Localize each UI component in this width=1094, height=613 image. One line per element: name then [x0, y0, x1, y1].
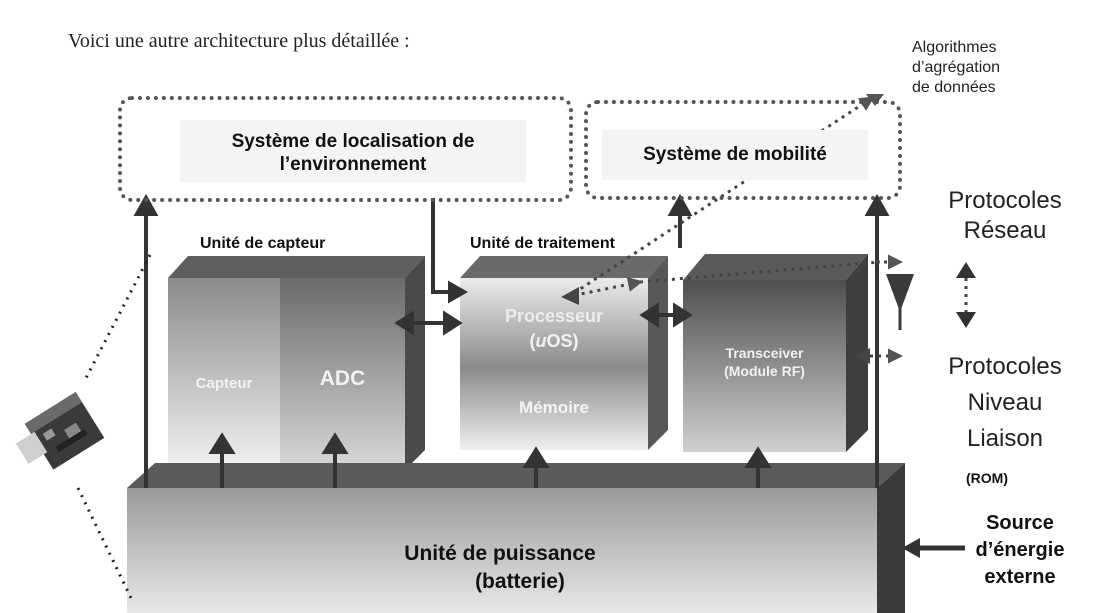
traitement-side-face	[648, 256, 668, 450]
localisation-to-processor-arrow	[431, 198, 469, 304]
unite-traitement-title: Unité de traitement	[470, 235, 615, 252]
systeme-localisation-line-1: Système de localisation de	[231, 131, 475, 152]
protocoles-liaison-line-2: Niveau	[967, 389, 1043, 416]
uos-open: (	[529, 331, 536, 351]
protocoles-reseau-line-1: Protocoles	[948, 187, 1062, 214]
intro-text: Voici une autre architecture plus détail…	[68, 30, 410, 52]
capteur-side-face	[405, 256, 425, 470]
algorithmes-line-3: de données	[912, 79, 996, 96]
source-energie-line-3: externe	[984, 566, 1056, 588]
protocol-down-arrow-icon	[956, 312, 976, 328]
power-arrows	[208, 432, 772, 488]
protocoles-liaison-line-1: Protocoles	[948, 353, 1062, 380]
transceiver-front-face	[683, 280, 846, 452]
transceiver-side-face	[846, 254, 868, 452]
protocoles-liaison-line-3: Liaison	[966, 425, 1044, 452]
processeur-label: Processeur	[504, 306, 604, 326]
antenna-icon	[886, 274, 914, 312]
systeme-localisation-box: Système de localisation de l’environneme…	[118, 96, 573, 202]
transceiver-line-1: Transceiver	[725, 345, 804, 361]
capteur-label: Capteur	[195, 375, 253, 392]
algorithmes-line-1: Algorithmes	[912, 39, 997, 56]
long-arrows	[133, 193, 890, 488]
source-energie-label: Source d’énergie externe	[950, 510, 1090, 591]
transceiver-dotted-arrowhead	[856, 348, 870, 364]
transceiver-line-2: (Module RF)	[724, 363, 805, 379]
systeme-mobilite-panel	[602, 130, 868, 180]
systeme-localisation-panel	[180, 120, 526, 182]
bidirectional-arrows	[394, 302, 693, 336]
algorithmes-line-2: d’agrégation	[912, 59, 1001, 76]
transceiver-top-face	[683, 254, 868, 280]
algorithmes-label: Algorithmes d’agrégation de données	[912, 38, 1000, 98]
sensor-node-photo-icon	[15, 254, 152, 601]
uos-label: (uOS)	[460, 331, 648, 352]
systeme-localisation-line-2: l’environnement	[279, 154, 427, 175]
systeme-mobilite-label: Système de mobilité	[643, 144, 827, 165]
protocoles-reseau-line-2: Réseau	[963, 217, 1047, 244]
rom-label: (ROM)	[966, 470, 1008, 486]
unite-puissance-block	[127, 463, 905, 613]
unite-traitement-block	[460, 256, 668, 450]
unite-puissance-label: Unité de puissance (batterie)	[330, 540, 670, 596]
systeme-localisation-label: Système de localisation de l’environneme…	[180, 130, 526, 176]
traitement-top-face	[460, 256, 668, 278]
unite-puissance-line-1: Unité de puissance	[404, 542, 596, 565]
capteur-top-face	[168, 256, 425, 278]
memoire-label: Mémoire	[519, 398, 589, 417]
memoire-face	[460, 368, 648, 450]
puissance-front-face	[127, 488, 877, 613]
processeur-face	[460, 278, 648, 368]
adc-front-face	[280, 278, 405, 470]
source-energie-line-1: Source	[986, 512, 1054, 534]
puissance-side-face	[877, 463, 905, 613]
protocol-up-arrow-icon	[956, 262, 976, 278]
uos-u: u	[535, 331, 547, 351]
protocoles-reseau-label: Protocoles Réseau	[920, 186, 1090, 246]
source-energie-line-2: d’énergie	[975, 539, 1065, 561]
puissance-top-face	[127, 463, 905, 488]
transceiver-label: Transceiver (Module RF)	[683, 344, 846, 380]
processor-dotted-arrowhead	[561, 287, 579, 305]
adc-label: ADC	[319, 367, 366, 390]
protocoles-liaison-label: Protocoles Niveau Liaison	[920, 349, 1090, 457]
systeme-mobilite-box: Système de mobilité	[584, 100, 902, 200]
unite-capteur-title: Unité de capteur	[200, 235, 326, 252]
unite-puissance-line-2: (batterie)	[475, 570, 565, 593]
external-energy-arrow	[902, 538, 965, 558]
unite-capteur-block	[168, 256, 425, 470]
uos-rest: OS)	[546, 331, 579, 351]
